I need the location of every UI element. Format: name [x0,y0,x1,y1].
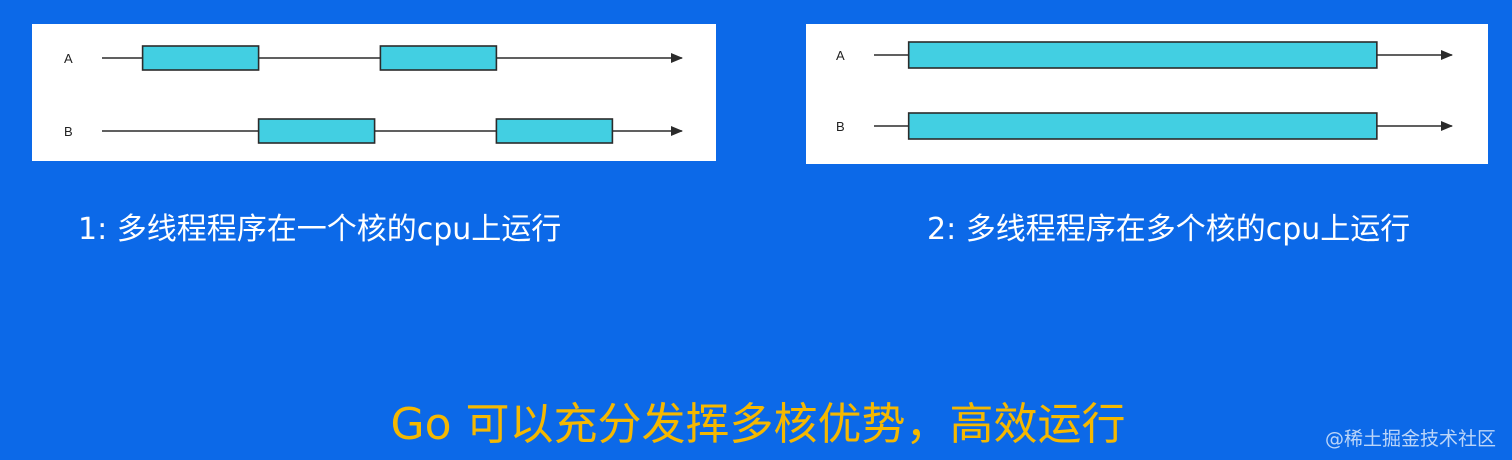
caption-single-core: 1: 多线程程序在一个核的cpu上运行 [78,212,562,247]
track-label-b: B [836,119,845,134]
diagram-panel-multi-core: AB [806,24,1488,164]
execution-bar-a-1 [141,45,260,71]
execution-bar-a-2 [379,45,498,71]
track-label-a: A [64,51,73,66]
diagram-panel-single-core: AB [32,24,716,161]
execution-bar-a-1 [907,41,1378,69]
track-label-b: B [64,124,73,139]
caption-multi-core: 2: 多线程程序在多个核的cpu上运行 [927,212,1411,247]
execution-bar-b-1 [907,112,1378,140]
track-label-a: A [836,48,845,63]
execution-bar-b-1 [257,118,376,144]
execution-bar-b-2 [495,118,614,144]
headline: Go 可以充分发挥多核优势，高效运行 [390,399,1126,450]
watermark-text: @稀土掘金技术社区 [1324,428,1496,450]
